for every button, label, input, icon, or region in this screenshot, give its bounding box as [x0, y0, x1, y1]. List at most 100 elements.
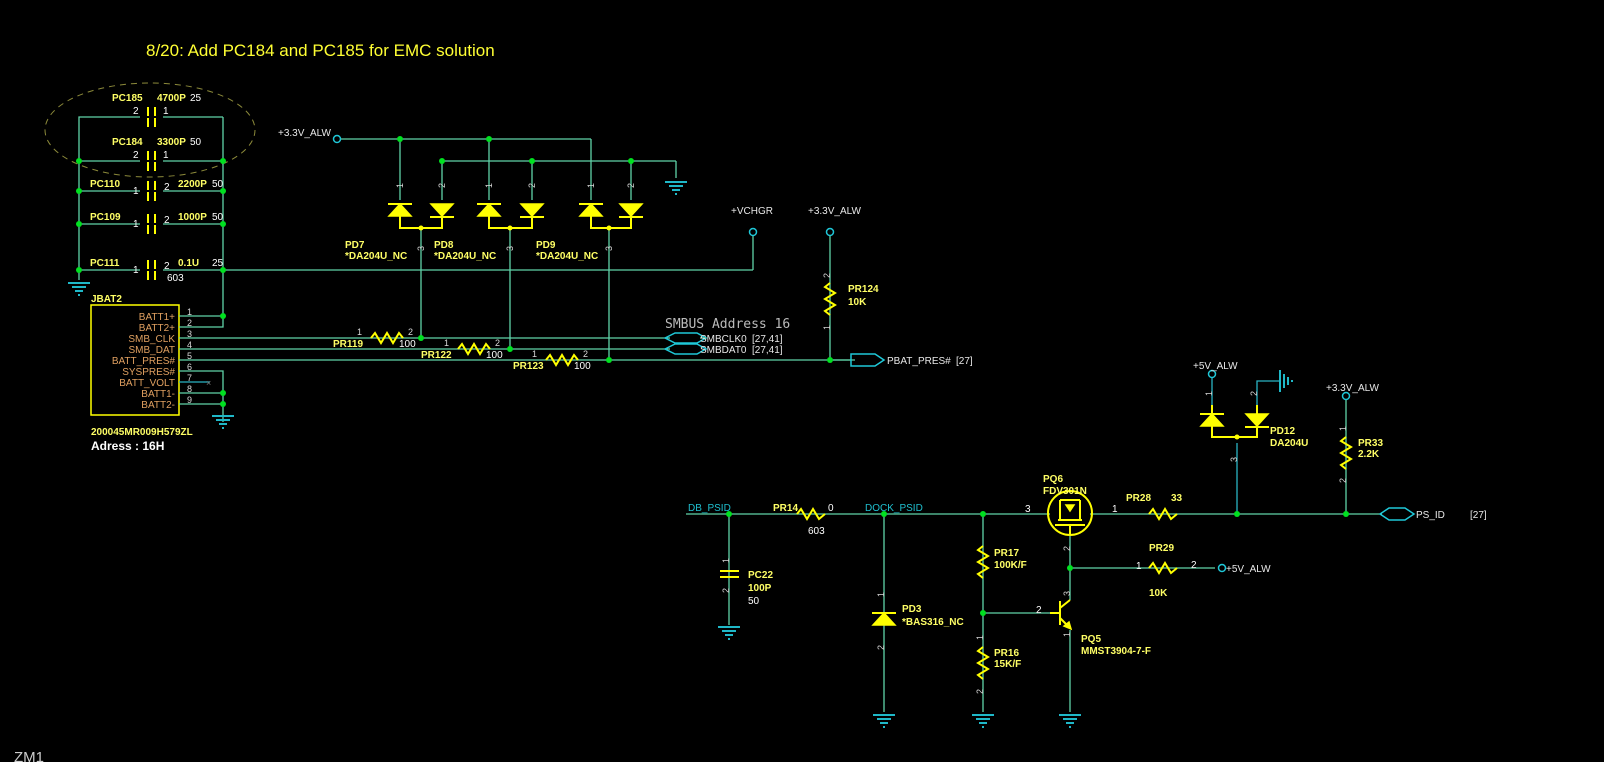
diode-array-pd9[interactable] [578, 202, 644, 231]
connector-pin-number: 3 [187, 329, 192, 339]
pin-number: 1 [822, 325, 832, 330]
connector-pin-name: SMB_CLK [128, 334, 175, 345]
diode-ref: PD9 [536, 240, 556, 251]
resistor-pr119[interactable] [370, 331, 404, 345]
power-port-icon [748, 227, 758, 237]
pin-number: 2 [583, 349, 588, 359]
pin-number: 3 [1062, 591, 1072, 596]
ground-icon [971, 714, 995, 728]
connector-pin-number: 2 [187, 318, 192, 328]
resistor-package: 603 [808, 526, 825, 537]
diode-ref: PD7 [345, 240, 365, 251]
net-label-dock-psid: DOCK_PSID [865, 503, 923, 514]
capacitor-ref: PC109 [90, 212, 121, 223]
connector-pin-number: 5 [187, 351, 192, 361]
capacitor-pc185[interactable] [140, 107, 163, 127]
transistor-part: MMST3904-7-F [1081, 646, 1151, 657]
resistor-pr123[interactable] [545, 353, 579, 367]
ground-icon [1058, 714, 1082, 728]
capacitor-value: 100P [748, 583, 772, 594]
ground-icon [1279, 369, 1293, 393]
capacitor-value: 3300P [157, 137, 186, 148]
diode-part: *DA204U_NC [434, 251, 496, 262]
pin-number: 2 [1249, 391, 1259, 396]
resistor-value: 0 [828, 503, 834, 514]
capacitor-pc111[interactable] [140, 260, 163, 280]
diode-part: *DA204U_NC [536, 251, 598, 262]
resistor-pr124[interactable] [823, 282, 837, 316]
connector-pin-name: SMB_DAT [129, 345, 176, 356]
capacitor-voltage: 50 [212, 212, 224, 223]
resistor-pr33[interactable] [1339, 436, 1353, 470]
capacitor-pc184[interactable] [140, 151, 163, 171]
transistor-ref: PQ6 [1043, 474, 1063, 485]
resistor-value: 10K [848, 297, 867, 308]
connector-pin-number: 8 [187, 384, 192, 394]
diode-part: DA204U [1270, 438, 1308, 449]
capacitor-value: 4700P [157, 93, 186, 104]
resistor-ref: PR29 [1149, 543, 1174, 554]
pin-number: 1 [395, 183, 405, 188]
resistor-ref: PR124 [848, 284, 879, 295]
pin-number: 1 [975, 635, 985, 640]
smbus-ports[interactable] [663, 332, 708, 355]
pin-number: 2 [626, 183, 636, 188]
pin-number: 2 [822, 273, 832, 278]
port-label: SMBDAT0 [700, 345, 747, 356]
pin-number: 2 [437, 183, 447, 188]
pin-number: 2 [1338, 478, 1348, 483]
resistor-ref: PR17 [994, 548, 1019, 559]
pin-number: 1 [1062, 632, 1072, 637]
capacitor-pc109[interactable] [140, 214, 163, 234]
pin-number: 1 [532, 349, 537, 359]
connector-address: Adress : 16H [91, 439, 164, 453]
diode-pd3[interactable] [871, 611, 897, 626]
port-ps-id[interactable] [1378, 507, 1416, 521]
port-ref: [27,41] [752, 334, 783, 345]
diode-array-pd7[interactable] [387, 202, 455, 231]
resistor-value: 100 [486, 350, 503, 361]
power-port-icon [825, 227, 835, 237]
revision-note: 8/20: Add PC184 and PC185 for EMC soluti… [146, 41, 495, 60]
port-pbat-pres[interactable] [850, 353, 886, 367]
resistor-pr16[interactable] [976, 646, 990, 680]
port-ref: [27] [1470, 510, 1487, 521]
connector-pin-number: 7 [187, 373, 192, 383]
resistor-pr28[interactable] [1148, 507, 1178, 521]
pin-number: 1 [133, 219, 139, 230]
capacitor-voltage: 50 [212, 179, 224, 190]
pin-number: 2 [1062, 546, 1072, 551]
connector-pin-number: 9 [187, 395, 192, 405]
resistor-ref: PR16 [994, 648, 1019, 659]
pin-number: 2 [164, 182, 170, 193]
diode-ref: PD12 [1270, 426, 1295, 437]
rail-label: +VCHGR [731, 206, 773, 217]
resistor-pr17[interactable] [976, 545, 990, 579]
connector-pin-name: SYSPRES# [122, 367, 175, 378]
pin-number: 2 [876, 645, 886, 650]
capacitor-voltage: 25 [212, 258, 224, 269]
resistor-pr122[interactable] [457, 342, 491, 356]
capacitor-pc110[interactable] [140, 181, 163, 201]
diode-array-pd8[interactable] [476, 202, 545, 231]
rail-label: +3.3V_ALW [808, 206, 861, 217]
capacitor-package: 603 [167, 273, 184, 284]
capacitor-voltage: 50 [190, 137, 202, 148]
resistor-pr29[interactable] [1148, 561, 1178, 575]
esd-diode-array-wires [340, 138, 677, 360]
resistor-value: 100 [574, 361, 591, 372]
capacitor-ref: PC110 [90, 179, 120, 190]
capacitor-value: 2200P [178, 179, 207, 190]
pin-number: 1 [1136, 561, 1142, 572]
power-port-icon [1207, 369, 1217, 379]
pin-number: 1 [133, 265, 139, 276]
resistor-pr14[interactable] [796, 507, 826, 521]
transistor-pq5[interactable] [1050, 599, 1073, 631]
diode-pd12[interactable] [1199, 405, 1270, 440]
pin-number: 2 [408, 327, 413, 337]
mosfet-pq6[interactable] [1047, 490, 1093, 536]
smbus-note: SMBUS Address 16 [665, 317, 790, 332]
pin-number: 2 [133, 150, 139, 161]
